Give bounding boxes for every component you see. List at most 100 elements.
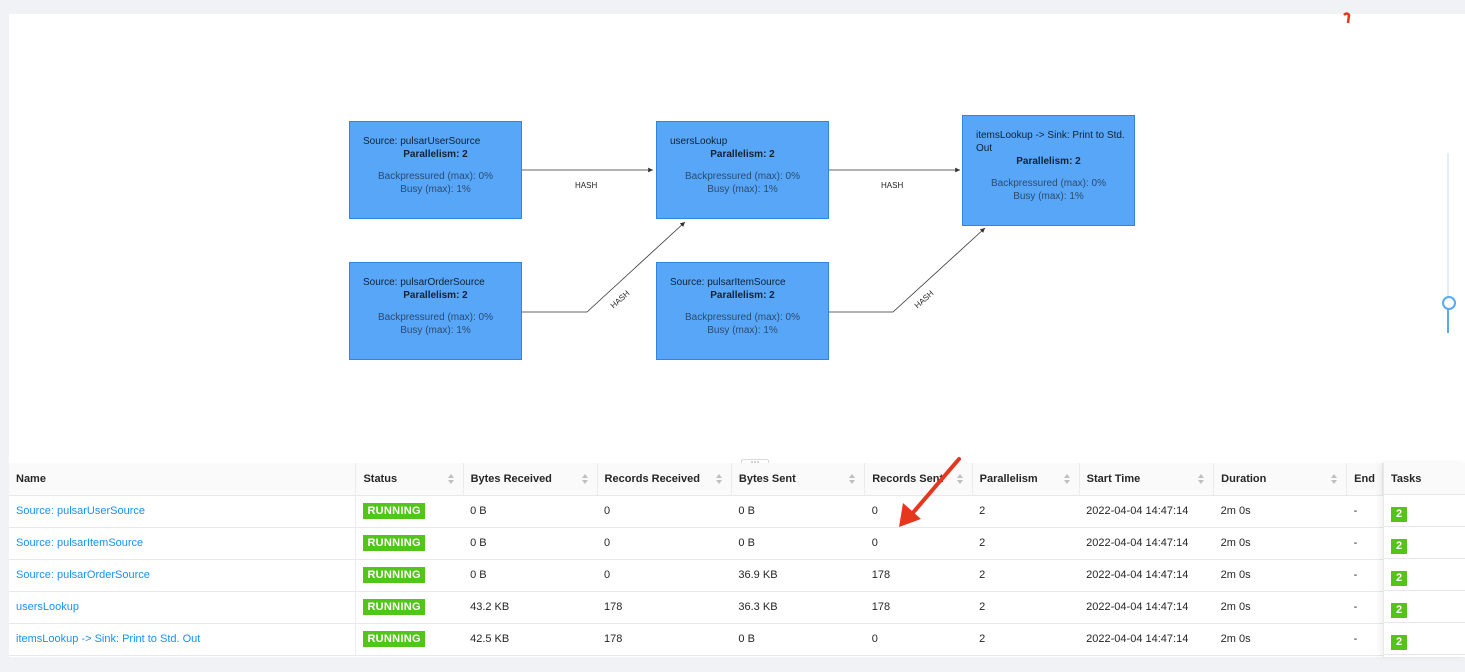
parallelism-cell: 2: [972, 527, 1080, 560]
start-time-cell: 2022-04-04 14:47:14: [1079, 591, 1214, 624]
bytes-sent-cell: 0 B: [731, 623, 865, 656]
status-badge: RUNNING: [363, 567, 425, 583]
duration-cell: 2m 0s: [1213, 623, 1347, 656]
column-header-bytes-received[interactable]: Bytes Received: [463, 463, 598, 496]
column-header-tasks: Tasks: [1384, 463, 1465, 495]
end-time-cell: -: [1346, 623, 1383, 656]
sort-icon[interactable]: [1198, 474, 1205, 484]
parallelism-cell: 2: [972, 591, 1080, 624]
vertex-name-cell[interactable]: itemsLookup -> Sink: Print to Std. Out: [9, 623, 357, 656]
sort-icon[interactable]: [1063, 474, 1071, 484]
column-header-records-received[interactable]: Records Received: [597, 463, 732, 496]
node-items-lookup-sink[interactable]: itemsLookup -> Sink: Print to Std. Out P…: [962, 115, 1135, 226]
status-cell: RUNNING: [355, 559, 464, 592]
duration-cell: 2m 0s: [1213, 527, 1347, 560]
node-pulsar-order-source[interactable]: Source: pulsarOrderSource Parallelism: 2…: [349, 262, 522, 360]
vertex-name-link[interactable]: Source: pulsarOrderSource: [16, 569, 150, 581]
node-busy: Busy (max): 1%: [400, 325, 471, 336]
column-header-parallelism[interactable]: Parallelism: [972, 463, 1080, 496]
node-users-lookup[interactable]: usersLookup Parallelism: 2 Backpressured…: [656, 121, 829, 219]
records-sent-cell: 0: [864, 495, 973, 528]
node-busy: Busy (max): 1%: [707, 184, 778, 195]
records-received-cell: 178: [597, 591, 732, 624]
node-backpressured: Backpressured (max): 0%: [990, 178, 1107, 189]
node-parallelism: Parallelism: 2: [403, 149, 468, 160]
end-time-cell: -: [1346, 495, 1383, 528]
column-header-bytes-sent[interactable]: Bytes Sent: [731, 463, 866, 496]
vertex-name-link[interactable]: Source: pulsarItemSource: [16, 537, 144, 549]
end-time-cell: -: [1346, 527, 1383, 560]
sort-icon[interactable]: [715, 474, 723, 484]
vertex-name-link[interactable]: usersLookup: [16, 601, 79, 613]
edge-label: HASH: [575, 181, 598, 190]
zoom-slider-track[interactable]: [1447, 153, 1449, 333]
task-count-badge[interactable]: 2: [1391, 603, 1407, 618]
node-title: itemsLookup -> Sink: Print to Std. Out: [976, 130, 1125, 154]
vertex-name-cell[interactable]: Source: pulsarUserSource: [9, 495, 357, 528]
task-count-badge[interactable]: 2: [1391, 571, 1407, 586]
duration-cell: 2m 0s: [1213, 495, 1347, 528]
graph-edges: [522, 167, 986, 313]
parallelism-cell: 2: [972, 559, 1080, 592]
node-busy: Busy (max): 1%: [707, 325, 778, 336]
task-count-badge[interactable]: 2: [1391, 507, 1407, 522]
duration-cell: 2m 0s: [1213, 591, 1347, 624]
bytes-received-cell: 0 B: [463, 495, 598, 528]
bytes-sent-cell: 0 B: [731, 527, 865, 560]
bytes-sent-cell: 36.9 KB: [731, 559, 865, 592]
column-header-duration[interactable]: Duration: [1213, 463, 1348, 496]
status-badge: RUNNING: [363, 599, 425, 615]
bytes-sent-cell: 36.3 KB: [731, 591, 865, 624]
zoom-slider-fill: [1447, 303, 1449, 333]
node-backpressured: Backpressured (max): 0%: [684, 312, 801, 323]
table-row[interactable]: Source: pulsarUserSource RUNNING 0 B 0 0…: [9, 495, 1383, 528]
column-header-status[interactable]: Status: [355, 463, 464, 496]
column-header-records-sent[interactable]: Records Sent: [864, 463, 973, 496]
node-title: usersLookup: [670, 136, 728, 147]
table-row[interactable]: usersLookup RUNNING 43.2 KB 178 36.3 KB …: [9, 591, 1383, 624]
status-badge: RUNNING: [363, 631, 425, 647]
edge-item-to-itemslookup: [829, 227, 986, 313]
node-pulsar-item-source[interactable]: Source: pulsarItemSource Parallelism: 2 …: [656, 262, 829, 360]
tasks-column: Tasks 2 2 2 2 2: [1383, 463, 1465, 657]
table-row[interactable]: Source: pulsarItemSource RUNNING 0 B 0 0…: [9, 527, 1383, 560]
table-row[interactable]: itemsLookup -> Sink: Print to Std. Out R…: [9, 623, 1383, 656]
node-parallelism: Parallelism: 2: [710, 290, 775, 301]
sort-icon[interactable]: [956, 474, 964, 484]
column-header-end[interactable]: End: [1346, 463, 1383, 496]
zoom-slider-handle[interactable]: [1442, 296, 1456, 310]
sort-icon[interactable]: [1331, 474, 1338, 484]
status-cell: RUNNING: [355, 623, 464, 656]
table-row[interactable]: Source: pulsarOrderSource RUNNING 0 B 0 …: [9, 559, 1383, 592]
sort-icon[interactable]: [581, 474, 589, 484]
vertex-name-cell[interactable]: Source: pulsarOrderSource: [9, 559, 357, 592]
end-time-cell: -: [1346, 559, 1383, 592]
status-cell: RUNNING: [355, 591, 464, 624]
tasks-cell: 2: [1384, 527, 1465, 559]
duration-cell: 2m 0s: [1213, 559, 1347, 592]
records-received-cell: 0: [597, 495, 732, 528]
start-time-cell: 2022-04-04 14:47:14: [1079, 495, 1214, 528]
node-parallelism: Parallelism: 2: [403, 290, 468, 301]
vertex-name-cell[interactable]: Source: pulsarItemSource: [9, 527, 357, 560]
node-backpressured: Backpressured (max): 0%: [377, 171, 494, 182]
sort-icon[interactable]: [447, 474, 455, 484]
vertex-name-cell[interactable]: usersLookup: [9, 591, 357, 624]
column-header-start-time[interactable]: Start Time: [1079, 463, 1215, 496]
node-busy: Busy (max): 1%: [1013, 191, 1084, 202]
status-cell: RUNNING: [355, 527, 464, 560]
bytes-received-cell: 0 B: [463, 527, 598, 560]
records-sent-cell: 0: [864, 527, 973, 560]
tasks-cell: 2: [1384, 559, 1465, 591]
vertex-name-link[interactable]: itemsLookup -> Sink: Print to Std. Out: [16, 633, 201, 645]
status-badge: RUNNING: [363, 535, 425, 551]
sort-icon[interactable]: [849, 474, 856, 484]
node-parallelism: Parallelism: 2: [1016, 156, 1081, 167]
start-time-cell: 2022-04-04 14:47:14: [1079, 559, 1214, 592]
task-count-badge[interactable]: 2: [1391, 539, 1407, 554]
task-count-badge[interactable]: 2: [1391, 635, 1407, 650]
node-pulsar-user-source[interactable]: Source: pulsarUserSource Parallelism: 2 …: [349, 121, 522, 219]
bytes-received-cell: 43.2 KB: [463, 591, 598, 624]
vertex-name-link[interactable]: Source: pulsarUserSource: [16, 505, 146, 517]
job-graph-canvas[interactable]: Source: pulsarUserSource Parallelism: 2 …: [9, 14, 1465, 463]
